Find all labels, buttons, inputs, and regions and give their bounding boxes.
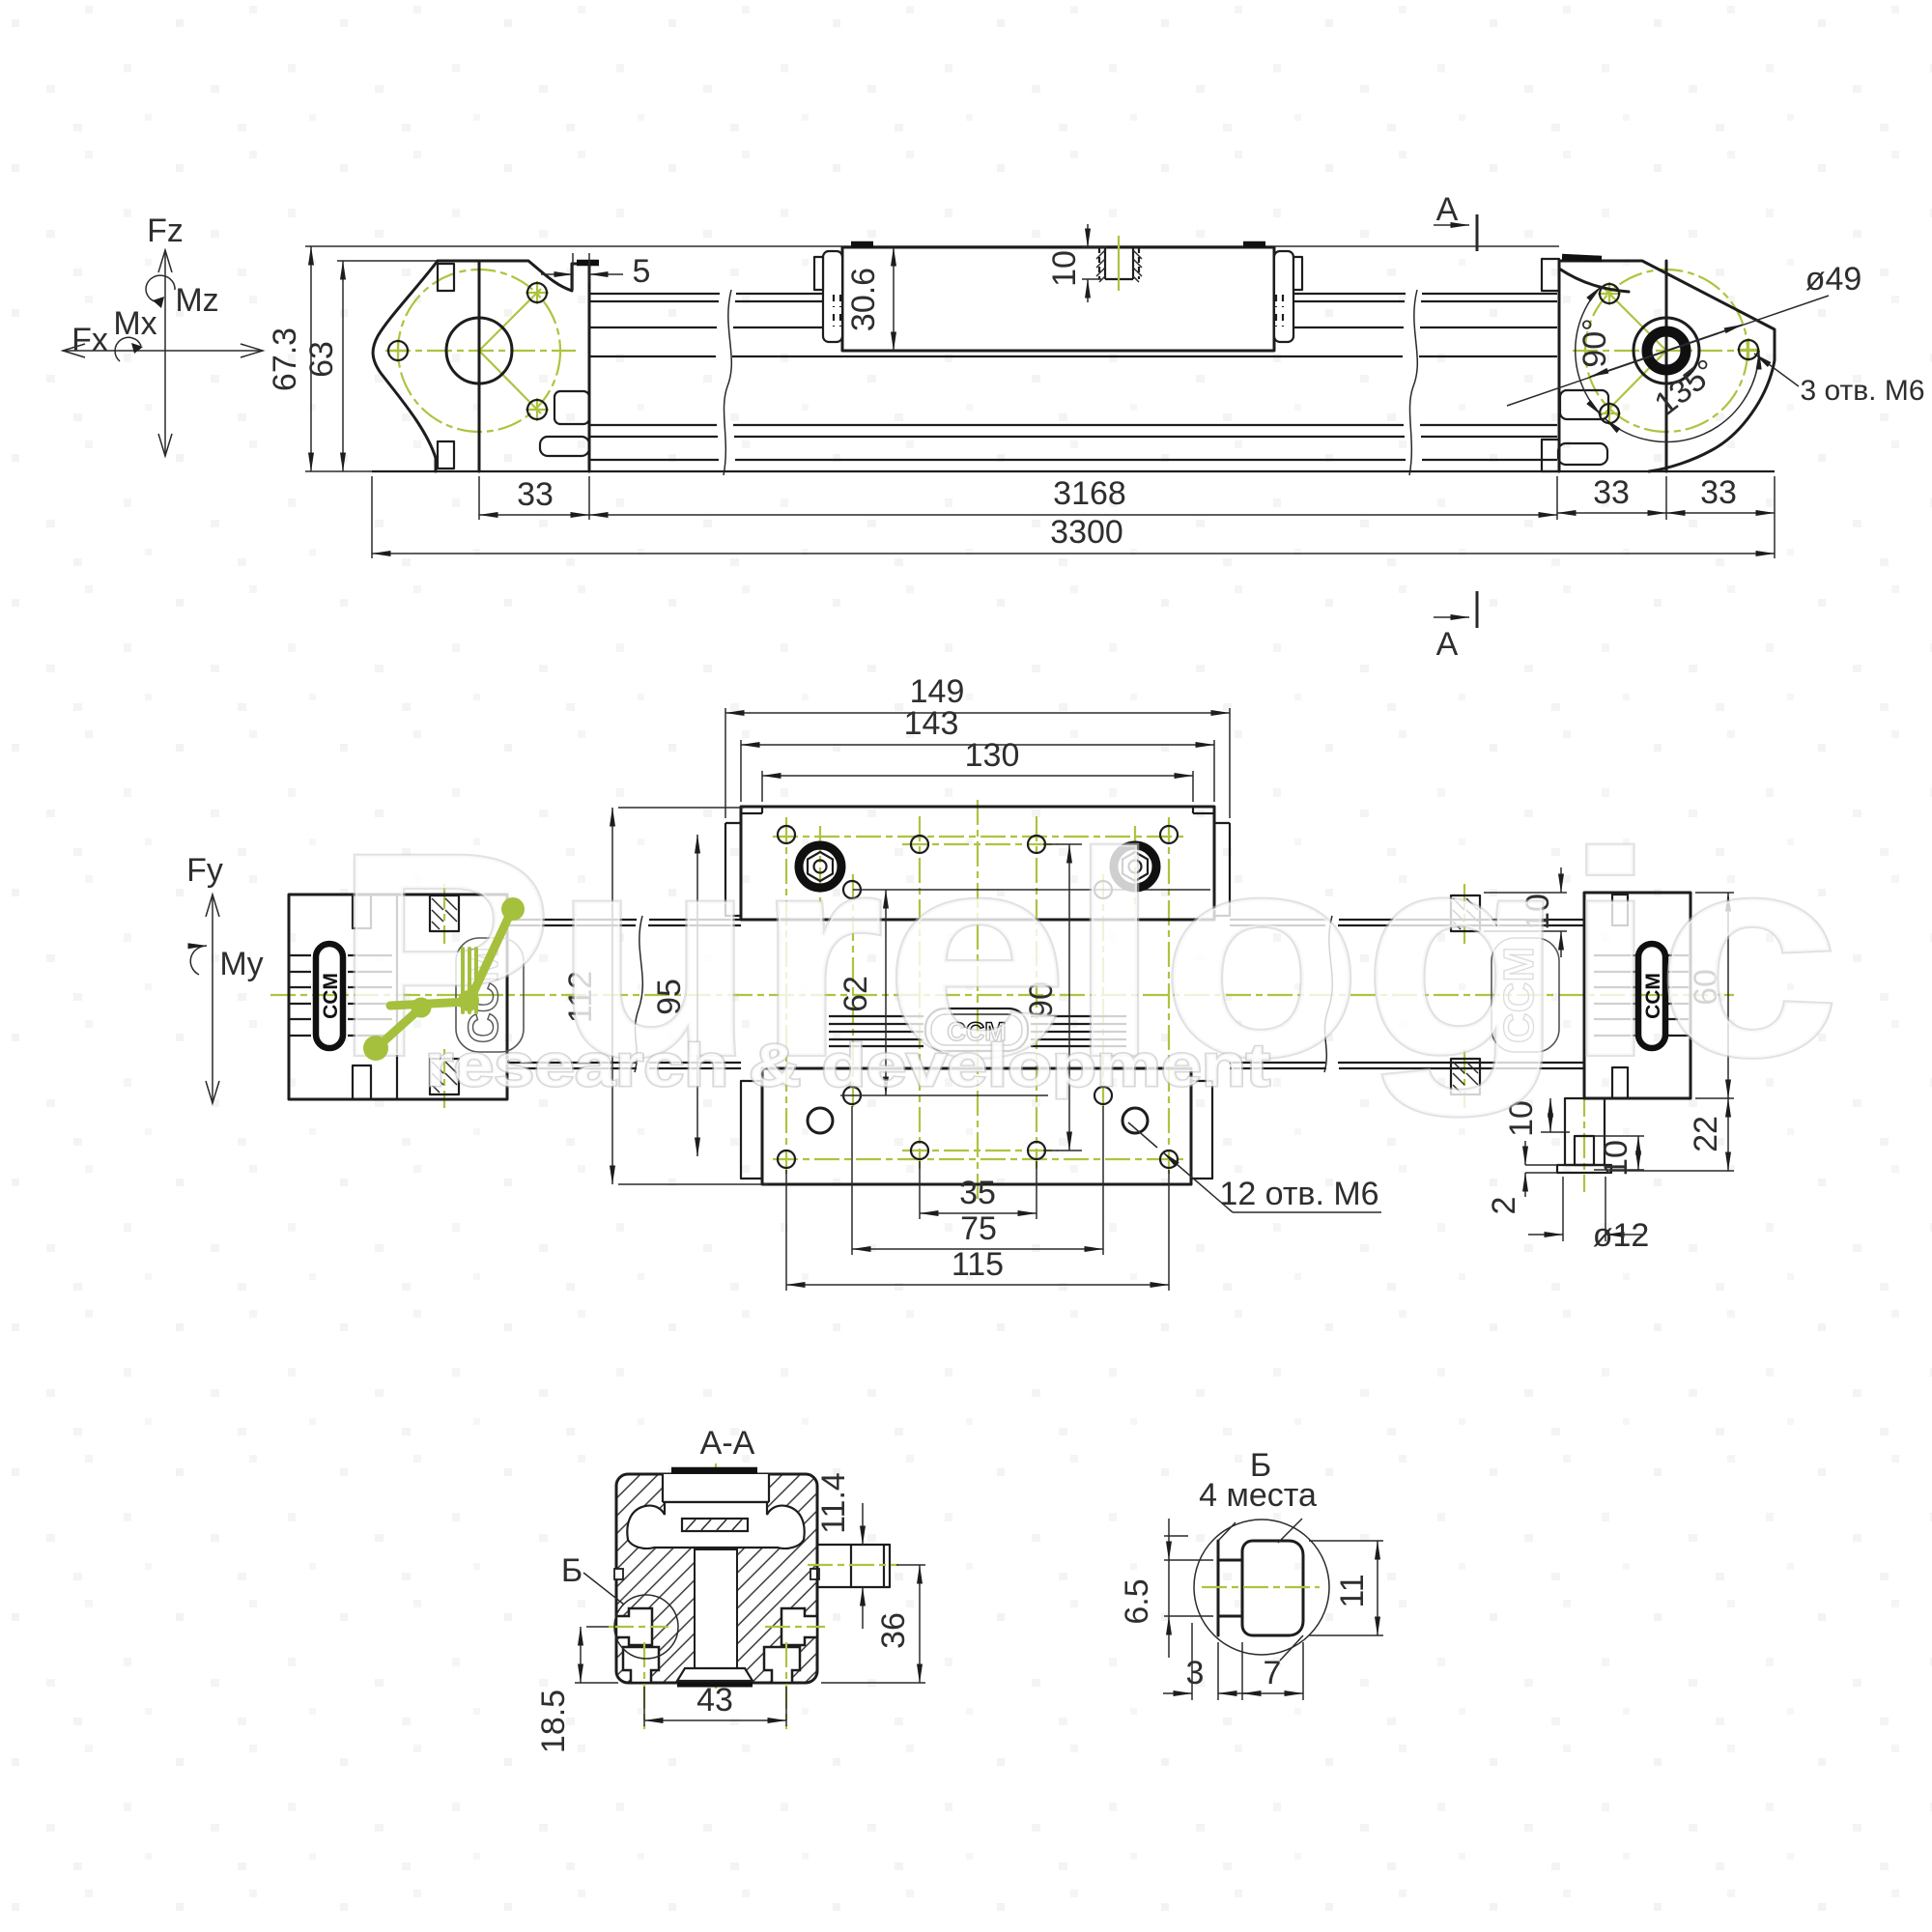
svg-text:115: 115 xyxy=(952,1246,1004,1283)
svg-text:CCM: CCM xyxy=(947,1017,1007,1046)
svg-text:CCM: CCM xyxy=(320,973,342,1019)
svg-text:43: 43 xyxy=(696,1682,733,1719)
svg-text:112: 112 xyxy=(562,971,599,1023)
svg-text:95: 95 xyxy=(651,979,688,1015)
svg-text:Fx: Fx xyxy=(71,322,108,358)
svg-text:3 отв. М6: 3 отв. М6 xyxy=(1800,375,1924,407)
svg-text:18.5: 18.5 xyxy=(535,1690,572,1753)
svg-text:11: 11 xyxy=(1334,1574,1371,1607)
svg-text:3: 3 xyxy=(1186,1655,1205,1691)
svg-text:75: 75 xyxy=(960,1210,997,1247)
svg-text:62: 62 xyxy=(838,976,874,1012)
svg-text:research & development: research & development xyxy=(425,1033,1270,1099)
svg-text:Б: Б xyxy=(561,1552,582,1589)
svg-text:36: 36 xyxy=(875,1612,912,1649)
svg-text:Fz: Fz xyxy=(147,213,184,249)
svg-text:7: 7 xyxy=(1264,1655,1282,1691)
svg-text:10: 10 xyxy=(1046,250,1083,287)
svg-text:10: 10 xyxy=(1520,894,1556,930)
svg-text:ø49: ø49 xyxy=(1805,261,1862,298)
svg-text:Б: Б xyxy=(1250,1447,1271,1484)
svg-text:Mx: Mx xyxy=(113,305,156,342)
svg-text:ø12: ø12 xyxy=(1593,1217,1650,1254)
svg-text:35: 35 xyxy=(959,1175,996,1211)
svg-text:5: 5 xyxy=(633,253,651,290)
svg-text:CCM: CCM xyxy=(1495,947,1543,1043)
svg-text:30.6: 30.6 xyxy=(845,268,882,331)
svg-text:33: 33 xyxy=(517,476,554,513)
svg-text:А-А: А-А xyxy=(700,1425,755,1462)
svg-text:3168: 3168 xyxy=(1053,475,1126,512)
svg-text:CCM: CCM xyxy=(1642,973,1664,1019)
svg-text:Fy: Fy xyxy=(186,852,223,889)
svg-text:33: 33 xyxy=(1700,474,1737,511)
svg-text:А: А xyxy=(1436,191,1459,228)
svg-text:6.5: 6.5 xyxy=(1119,1578,1155,1624)
svg-text:3300: 3300 xyxy=(1050,514,1123,551)
svg-text:90°: 90° xyxy=(1577,318,1613,367)
svg-text:22: 22 xyxy=(1688,1116,1724,1152)
svg-text:33: 33 xyxy=(1593,474,1630,511)
svg-text:90: 90 xyxy=(1023,981,1060,1018)
svg-text:60: 60 xyxy=(1688,969,1724,1006)
svg-text:А: А xyxy=(1436,626,1459,663)
svg-text:Mz: Mz xyxy=(175,282,218,319)
svg-text:63: 63 xyxy=(303,341,340,378)
svg-text:11.4: 11.4 xyxy=(815,1472,852,1534)
svg-text:Purelogic: Purelogic xyxy=(333,792,1840,1119)
svg-text:4 места: 4 места xyxy=(1199,1477,1317,1514)
svg-text:12 отв. М6: 12 отв. М6 xyxy=(1219,1176,1378,1212)
svg-text:2: 2 xyxy=(1486,1197,1522,1215)
svg-text:My: My xyxy=(219,946,263,982)
svg-text:67.3: 67.3 xyxy=(267,327,303,391)
svg-text:143: 143 xyxy=(904,705,959,742)
svg-text:149: 149 xyxy=(910,673,965,710)
svg-text:130: 130 xyxy=(965,737,1020,774)
svg-text:10: 10 xyxy=(1503,1100,1540,1137)
